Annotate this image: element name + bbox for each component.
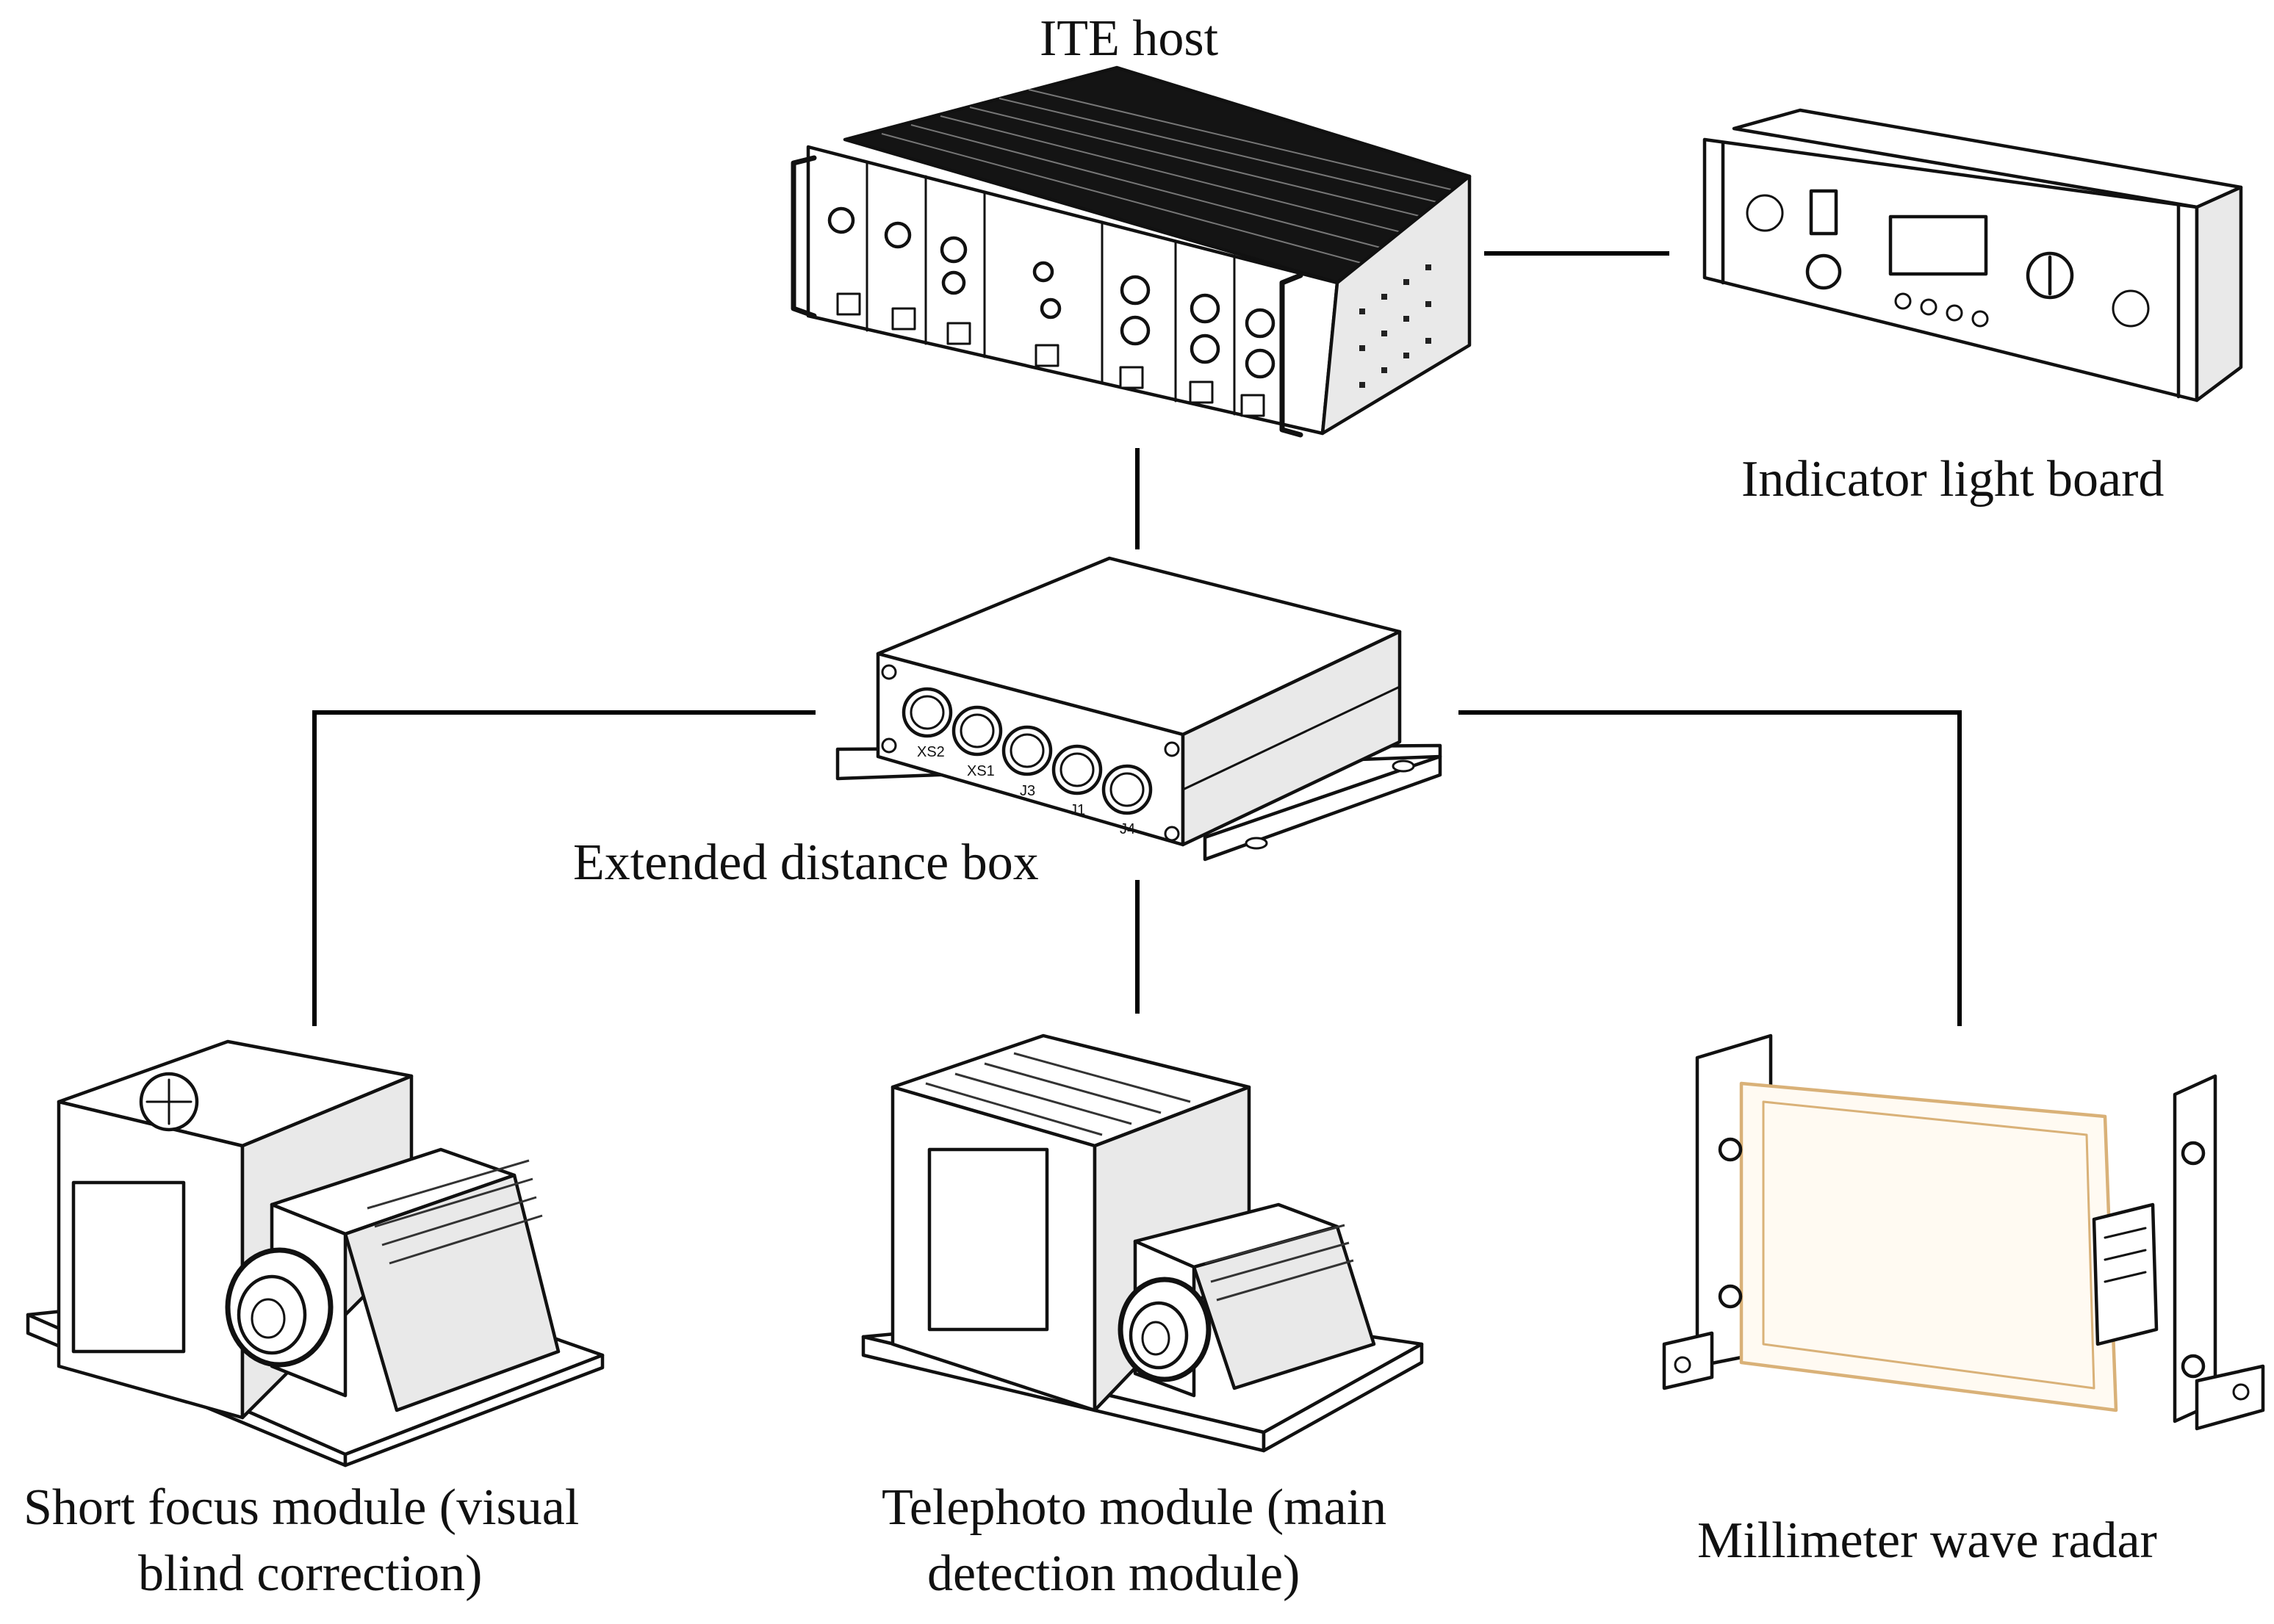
screw-icon: [2181, 1354, 2206, 1379]
connector-label: J1: [1070, 802, 1085, 818]
telephoto-heatsink-fins: [1204, 1224, 1354, 1302]
ite-host-front-cards: [866, 160, 1236, 416]
alarm-button-icon: [1805, 253, 1842, 290]
indicator-light-board-device: [1702, 108, 2243, 403]
ite-host-right-handle: [1279, 273, 1303, 438]
screw-icon: [2181, 1141, 2206, 1166]
connector-box-to-radar: [1458, 710, 1962, 1026]
indicator-light-board-label: Indicator light board: [1741, 451, 2164, 508]
left-speaker-grille-icon: [1746, 194, 1784, 232]
connector-label: J4: [1120, 821, 1135, 837]
ite-host-side-vents: [1359, 264, 1431, 388]
connector-label: XS2: [917, 744, 945, 760]
indicator-board-side-face: [2195, 185, 2243, 403]
ite-host-side-face: [1320, 174, 1472, 436]
ite-host-left-handle: [791, 155, 817, 319]
flange-hole: [1245, 837, 1268, 850]
radar-housing-inner: [1762, 1100, 2095, 1390]
short-focus-base-edge-right: [343, 1353, 605, 1468]
mount-hole-icon: [2232, 1383, 2250, 1401]
box-connectors: [902, 687, 1153, 815]
telephoto-module-device: [861, 1033, 1424, 1453]
short-focus-window: [71, 1180, 186, 1354]
extended-distance-box-label: Extended distance box: [573, 834, 1039, 891]
telephoto-module-label-line2: detection module): [927, 1545, 1300, 1602]
ite-host-device: [791, 65, 1472, 438]
screw-icon: [1164, 826, 1180, 842]
short-focus-module-label-line1: Short focus module (visual: [24, 1479, 579, 1536]
right-speaker-grille-icon: [2112, 289, 2150, 328]
indicator-lamp-icon: [1946, 304, 1963, 322]
ite-host-label: ITE host: [1040, 10, 1219, 67]
screw-icon: [881, 737, 897, 754]
connection-lines: [312, 251, 1962, 1026]
screw-icon: [1718, 1284, 1743, 1309]
connector-box-to-short-focus: [312, 710, 816, 1026]
connector-label: XS1: [967, 763, 995, 779]
short-focus-heatsink-fins: [367, 1159, 543, 1265]
indicator-lamp-icon: [1894, 292, 1912, 310]
ite-host-connectors: [827, 206, 1275, 379]
telephoto-base-edge-right: [1262, 1342, 1424, 1453]
millimeter-wave-radar-device: [1662, 1033, 2265, 1431]
mount-hole-icon: [1674, 1356, 1691, 1374]
display-window-icon: [1888, 214, 1988, 276]
connector-label: J3: [1020, 783, 1035, 799]
box-mounting-flange-front: [1203, 754, 1442, 862]
radar-connector-icon: [2092, 1202, 2159, 1346]
indicator-lamp-icon: [1971, 310, 1989, 328]
screw-icon: [1718, 1137, 1743, 1162]
box-connector-labels: XS2 XS1 J3 J1 J4: [917, 744, 1135, 837]
radar-bracket-foot-right: [2195, 1364, 2265, 1431]
ite-host-ribs: [881, 89, 1452, 265]
short-focus-module-label-line2: blind correction): [138, 1545, 482, 1602]
telephoto-top-fins: [925, 1052, 1191, 1136]
power-switch-icon: [1809, 189, 1838, 236]
screw-icon: [1164, 741, 1180, 757]
screw-icon: [881, 664, 897, 680]
indicator-lamp-icon: [1920, 298, 1937, 316]
box-seam: [1181, 685, 1401, 791]
short-focus-module-device: [26, 1039, 605, 1468]
telephoto-window: [927, 1147, 1049, 1332]
short-focus-camera-side: [343, 1173, 561, 1412]
flange-hole: [1392, 759, 1415, 773]
millimeter-wave-radar-label: Millimeter wave radar: [1697, 1512, 2157, 1569]
extended-distance-box-device: XS2 XS1 J3 J1 J4: [835, 556, 1442, 862]
ite-host-card-tabs: [836, 292, 1265, 417]
telephoto-module-label-line1: Telephoto module (main: [882, 1479, 1386, 1536]
